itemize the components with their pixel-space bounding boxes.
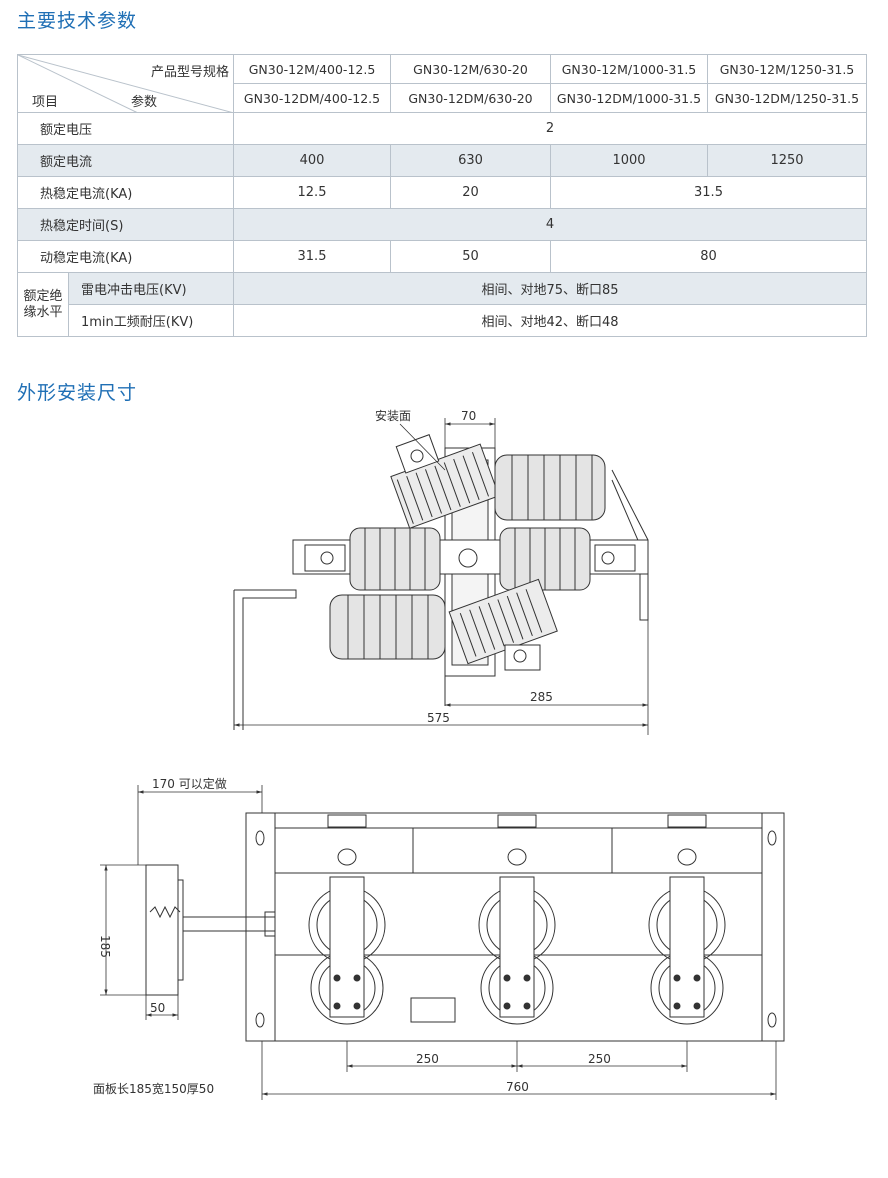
side-view-dimensions — [234, 418, 649, 735]
side-view-drawing — [233, 434, 649, 730]
section-title-specs: 主要技术参数 — [17, 10, 138, 32]
header-item-label: 项目 — [32, 95, 59, 110]
corner-diagonal-lines — [18, 55, 234, 113]
model-cell: GN30-12DM/1000-31.5 — [550, 83, 708, 113]
power-frequency-value: 相间、对地42、断口48 — [233, 304, 867, 337]
row-label-lightning-impulse: 雷电冲击电压(KV) — [68, 272, 234, 305]
mount-face-label: 安装面 — [375, 408, 411, 423]
table-corner-header: 产品型号规格 参数 项目 — [17, 54, 234, 113]
insulation-group-label: 额定绝缘水平 — [17, 272, 69, 337]
model-cell: GN30-12DM/1250-31.5 — [707, 83, 867, 113]
header-spec-label: 产品型号规格 — [150, 65, 229, 80]
front-view-dimensions — [100, 785, 777, 1100]
row-label-thermal-time: 热稳定时间(S) — [17, 208, 234, 241]
front-view-drawing — [145, 812, 785, 1042]
model-cell: GN30-12DM/400-12.5 — [233, 83, 391, 113]
rated-current-value: 1000 — [550, 144, 708, 177]
thermal-current-value: 12.5 — [233, 176, 391, 209]
dim-285-label: 285 — [530, 690, 553, 704]
dim-250-right-label: 250 — [588, 1052, 611, 1066]
row-label-dynamic-current: 动稳定电流(KA) — [17, 240, 234, 273]
panel-note: 面板长185宽150厚50 — [93, 1081, 214, 1096]
dynamic-current-value: 31.5 — [233, 240, 391, 273]
dim-575-label: 575 — [427, 711, 450, 725]
rated-current-value: 630 — [390, 144, 551, 177]
rated-current-value: 400 — [233, 144, 391, 177]
dim-70-label: 70 — [461, 409, 476, 423]
header-param-label: 参数 — [130, 95, 157, 110]
lightning-impulse-value: 相间、对地75、断口85 — [233, 272, 867, 305]
row-label-rated-current: 额定电流 — [17, 144, 234, 177]
dynamic-current-value: 80 — [550, 240, 867, 273]
dim-250-left-label: 250 — [416, 1052, 439, 1066]
spec-table: 产品型号规格 参数 项目 GN30-12M/400-12.5 GN30-12M/… — [17, 54, 867, 337]
section-title-dimensions: 外形安装尺寸 — [17, 382, 138, 404]
thermal-time-value: 4 — [233, 208, 867, 241]
dim-760-label: 760 — [506, 1080, 529, 1094]
dim-50-label: 50 — [150, 1001, 165, 1015]
dim-185-label: 185 — [98, 935, 112, 958]
row-label-thermal-current: 热稳定电流(KA) — [17, 176, 234, 209]
row-label-power-frequency: 1min工频耐压(KV) — [68, 304, 234, 337]
model-cell: GN30-12M/400-12.5 — [233, 54, 391, 84]
dim-170-label: 170 可以定做 — [152, 776, 227, 791]
